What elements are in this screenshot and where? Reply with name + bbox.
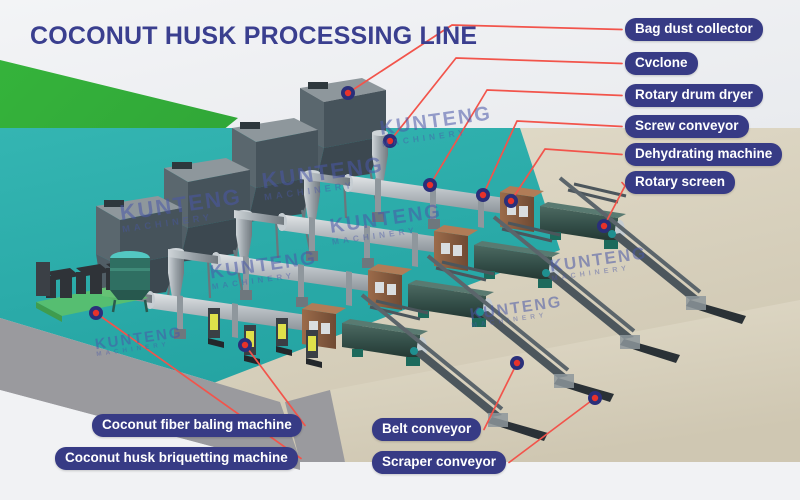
leader-line-cyclone — [389, 57, 623, 142]
callout-marker-dot-bag-dust-collector — [344, 89, 352, 97]
callout-label-screw-conveyor[interactable]: Screw conveyor — [625, 115, 749, 138]
leader-line-dehydrating-machine — [510, 148, 623, 202]
leader-line-coconut-fiber-baling — [244, 344, 306, 427]
callout-marker-dot-cyclone — [386, 137, 394, 145]
callout-marker-dot-coconut-husk-briquet — [92, 309, 100, 317]
callout-marker-dot-screw-conveyor — [479, 191, 487, 199]
callout-marker-dot-rotary-screen — [600, 222, 608, 230]
callout-label-cyclone[interactable]: Cvclone — [625, 52, 698, 75]
callout-label-rotary-screen[interactable]: Rotary screen — [625, 171, 736, 194]
callout-marker-dot-scraper-conveyor — [591, 394, 599, 402]
callout-marker-dot-belt-conveyor — [513, 359, 521, 367]
callout-marker-dot-rotary-drum-dryer — [426, 181, 434, 189]
leader-line-bag-dust-collector — [347, 24, 623, 94]
callout-label-rotary-drum-dryer[interactable]: Rotary drum dryer — [625, 84, 763, 107]
callout-label-coconut-husk-briquet[interactable]: Coconut husk briquetting machine — [55, 447, 298, 470]
leader-line-screw-conveyor — [482, 120, 623, 196]
callout-label-coconut-fiber-baling[interactable]: Coconut fiber baling machine — [92, 414, 302, 437]
callout-label-scraper-conveyor[interactable]: Scraper conveyor — [372, 451, 507, 474]
callout-marker-dot-dehydrating-machine — [507, 197, 515, 205]
callout-label-dehydrating-machine[interactable]: Dehydrating machine — [625, 143, 783, 166]
callout-label-bag-dust-collector[interactable]: Bag dust collector — [625, 18, 763, 41]
callout-marker-dot-coconut-fiber-baling — [241, 341, 249, 349]
leader-line-scraper-conveyor — [508, 397, 596, 464]
leader-line-belt-conveyor — [483, 362, 518, 431]
page-title: COCONUT HUSK PROCESSING LINE — [30, 22, 478, 50]
callout-label-belt-conveyor[interactable]: Belt conveyor — [372, 418, 482, 441]
leader-line-rotary-drum-dryer — [429, 89, 623, 186]
